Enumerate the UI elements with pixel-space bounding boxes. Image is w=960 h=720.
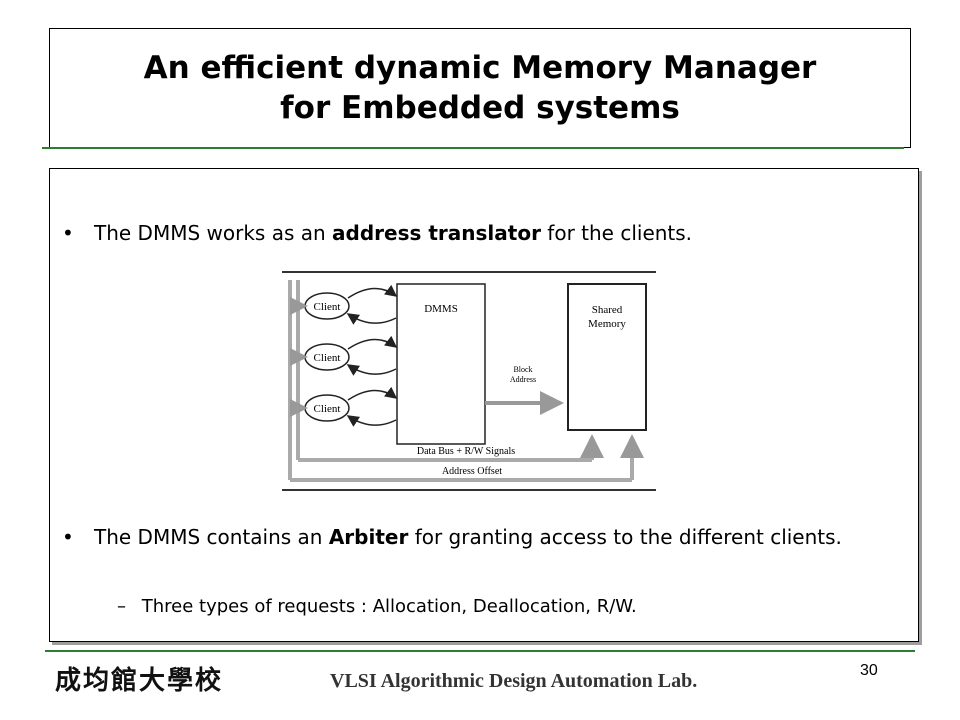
dmms-block: DMMS xyxy=(396,283,486,445)
slide-title-line-1: An efficient dynamic Memory Manager xyxy=(143,50,817,86)
slide-title-line-2: for Embedded systems xyxy=(280,90,680,126)
bullet-text-plain: for granting access to the different cli… xyxy=(408,525,842,549)
client-node-1: Client xyxy=(304,292,350,320)
sub-bullet-marker: – xyxy=(117,596,126,617)
block-address-label-2: Address xyxy=(510,375,536,384)
dmms-block-diagram: Client Client Client DMMS Shared Memory … xyxy=(282,271,656,491)
lab-name: VLSI Algorithmic Design Automation Lab. xyxy=(330,670,698,692)
bullet-text-plain: The DMMS works as an xyxy=(94,221,333,245)
bullet-text-bold: address translator xyxy=(332,221,541,245)
client-label: Client xyxy=(314,403,341,415)
shared-memory-block: Shared Memory xyxy=(567,283,647,431)
slide-title-box: An efficient dynamic Memory Manager for … xyxy=(49,28,911,148)
client-label: Client xyxy=(314,352,341,364)
sub-bullet-text: Three types of requests : Allocation, De… xyxy=(141,596,637,617)
block-address-label-1: Block xyxy=(513,365,532,374)
client-label: Client xyxy=(314,301,341,313)
memory-label-line-1: Shared xyxy=(592,304,623,316)
sub-bullet-request-types: – Three types of requests : Allocation, … xyxy=(117,595,637,619)
bullet-text-plain: The DMMS contains an xyxy=(94,525,329,549)
client-node-2: Client xyxy=(304,343,350,371)
footer-rule xyxy=(45,650,915,652)
slide-content-box: • The DMMS works as an address translato… xyxy=(49,168,919,642)
bullet-text: The DMMS contains an Arbiter for grantin… xyxy=(94,523,884,551)
dmms-label: DMMS xyxy=(424,303,458,315)
university-logo-text: 成均館大學校 xyxy=(55,666,224,696)
bullet-text-bold: Arbiter xyxy=(328,525,409,549)
data-bus-label: Data Bus + R/W Signals xyxy=(417,446,515,457)
bullet-text-plain: for the clients. xyxy=(540,221,693,245)
title-underline xyxy=(42,147,904,149)
client-node-3: Client xyxy=(304,394,350,422)
page-number: 30 xyxy=(860,662,878,679)
bullet-marker: • xyxy=(62,221,74,245)
memory-label-line-2: Memory xyxy=(588,318,626,330)
bullet-text: The DMMS works as an address translator … xyxy=(94,219,894,247)
bullet-marker: • xyxy=(62,525,74,549)
address-offset-label: Address Offset xyxy=(442,466,502,477)
